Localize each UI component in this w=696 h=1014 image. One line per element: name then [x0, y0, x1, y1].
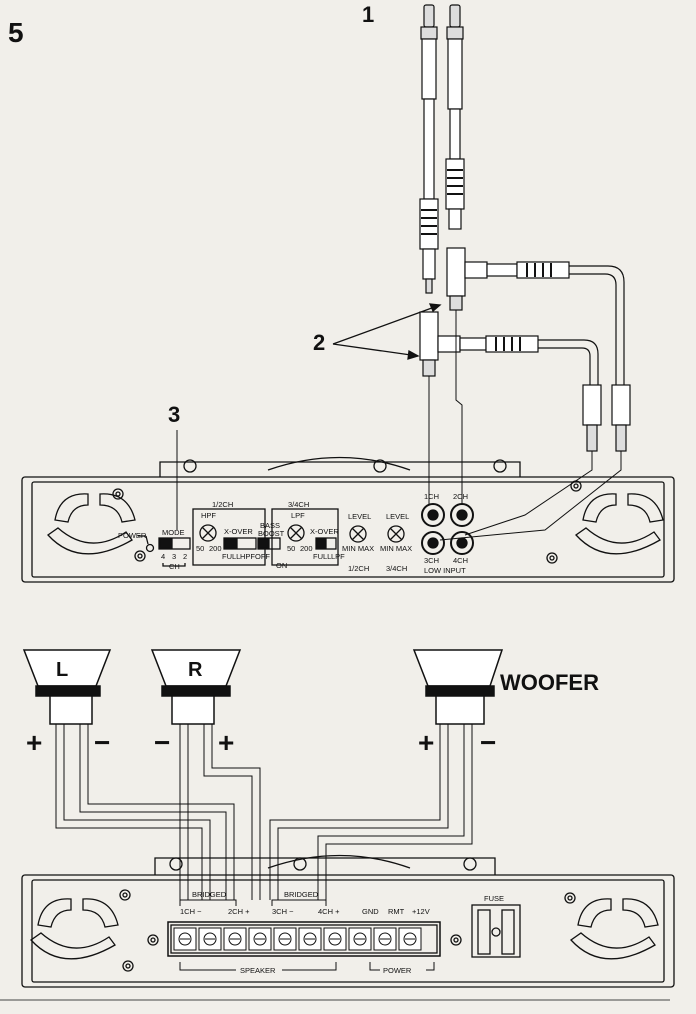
- terminal-screws: [173, 927, 422, 951]
- lpf-scale-max: 200: [300, 544, 313, 553]
- low-input-label: LOW INPUT: [424, 566, 466, 575]
- speaker-right: [150, 649, 242, 725]
- lpf-scale-min: 50: [287, 544, 295, 553]
- speaker-label: SPEAKER: [240, 966, 276, 975]
- level34-scale: MIN MAX: [380, 544, 412, 553]
- woofer-plus: +: [418, 727, 434, 758]
- speaker-left-label: L: [56, 659, 68, 681]
- hpf-label: HPF: [201, 511, 216, 520]
- mode-pos-4: 4: [161, 552, 165, 561]
- woofer-minus: −: [480, 727, 496, 758]
- callout-2: 2: [313, 330, 325, 355]
- level12-scale: MIN MAX: [342, 544, 374, 553]
- fuse-label: FUSE: [484, 894, 504, 903]
- mode-pos-3: 3: [172, 552, 176, 561]
- xover2-label: X-OVER: [310, 527, 339, 536]
- top-amplifier: [21, 456, 675, 583]
- power-bottom-label: POWER: [383, 966, 412, 975]
- bridged-label-1: BRIDGED: [192, 890, 227, 899]
- callout-3: 3: [168, 402, 180, 427]
- left-plus: +: [26, 727, 42, 758]
- level12-ch: 1/2CH: [348, 564, 369, 573]
- hpf-scale-max: 200: [209, 544, 222, 553]
- level34-ch: 3/4CH: [386, 564, 407, 573]
- ch12-label: 1/2CH: [212, 500, 233, 509]
- figure-number: 5: [8, 17, 24, 48]
- level34-label: LEVEL: [386, 512, 409, 521]
- boost-label: BOOST: [258, 529, 285, 538]
- v12-label: +12V: [412, 907, 430, 916]
- rca-branch-cables: [459, 261, 631, 452]
- input-lines: [428, 310, 622, 541]
- off-label: OFF: [255, 552, 270, 561]
- y-adapter-upper: [446, 247, 488, 311]
- bridged-label-2: BRIDGED: [284, 890, 319, 899]
- on-label: ON: [276, 561, 287, 570]
- mode-pos-2: 2: [183, 552, 187, 561]
- terminal-1ch: 1CH −: [180, 907, 202, 916]
- xover-label: X-OVER: [224, 527, 253, 536]
- speaker-right-label: R: [188, 659, 203, 681]
- right-minus: −: [154, 727, 170, 758]
- input-1ch: 1CH: [424, 492, 439, 501]
- full2-label: FULL: [313, 552, 331, 561]
- right-plus: +: [218, 727, 234, 758]
- hpf-option: HPF: [240, 552, 255, 561]
- speaker-left: [22, 649, 112, 725]
- mode-unit: CH: [169, 562, 180, 571]
- input-3ch: 3CH: [424, 556, 439, 565]
- left-minus: −: [94, 727, 110, 758]
- bottom-amp-labels: BRIDGED BRIDGED 1CH − 2CH + 3CH − 4CH + …: [180, 890, 504, 975]
- rmt-label: RMT: [388, 907, 405, 916]
- ch34-label: 3/4CH: [288, 500, 309, 509]
- input-2ch: 2CH: [453, 492, 468, 501]
- brackets: [179, 899, 435, 971]
- bass-label: BASS: [260, 521, 280, 530]
- bottom-amplifier: [21, 854, 675, 988]
- speaker-wires: [55, 724, 473, 900]
- terminal-3ch: 3CH −: [272, 907, 294, 916]
- full-label: FULL: [222, 552, 240, 561]
- woofer-label: WOOFER: [500, 670, 599, 695]
- lpf-option: LPF: [331, 552, 345, 561]
- speaker-woofer: [412, 649, 504, 725]
- mode-label: MODE: [162, 528, 185, 537]
- callout-1: 1: [362, 2, 374, 27]
- input-4ch: 4CH: [453, 556, 468, 565]
- rca-cable-pair: [419, 4, 465, 294]
- hpf-scale-min: 50: [196, 544, 204, 553]
- terminal-2ch: 2CH +: [228, 907, 250, 916]
- gnd-label: GND: [362, 907, 379, 916]
- power-label: POWER: [118, 531, 147, 540]
- level12-label: LEVEL: [348, 512, 371, 521]
- top-amp-labels: POWER MODE 4 3 2 CH 1/2CH HPF 50 200 X-O…: [118, 492, 468, 575]
- terminal-4ch: 4CH +: [318, 907, 340, 916]
- lpf-label: LPF: [291, 511, 305, 520]
